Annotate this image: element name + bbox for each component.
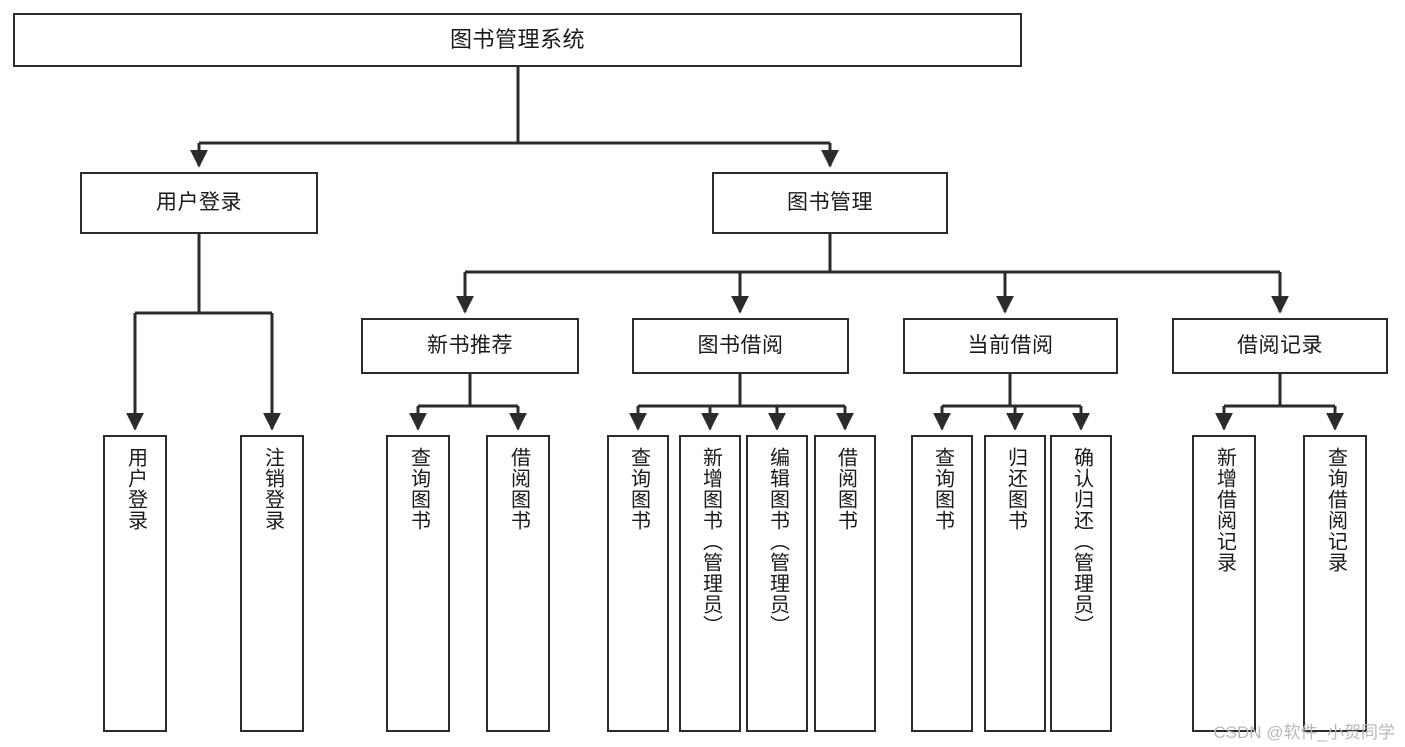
node-label: 查询图书 [931, 447, 954, 531]
node-leaf-user-login[interactable]: 用户登录 [103, 435, 167, 732]
node-current-borrow[interactable]: 当前借阅 [903, 318, 1118, 374]
node-label: 用户登录 [156, 190, 242, 214]
node-borrow-record[interactable]: 借阅记录 [1172, 318, 1388, 374]
node-leaf-borrow-book-1[interactable]: 借阅图书 [486, 435, 550, 732]
node-leaf-query-book-2[interactable]: 查询图书 [607, 435, 669, 732]
node-label: 图书借阅 [697, 333, 784, 357]
node-leaf-add-record[interactable]: 新增借阅记录 [1192, 435, 1256, 732]
node-leaf-return-book[interactable]: 归还图书 [984, 435, 1046, 732]
node-leaf-query-book-3[interactable]: 查询图书 [911, 435, 973, 732]
node-leaf-edit-book[interactable]: 编辑图书（管理员） [746, 435, 808, 732]
node-leaf-borrow-book-2[interactable]: 借阅图书 [814, 435, 876, 732]
node-book-borrow[interactable]: 图书借阅 [632, 318, 849, 374]
node-label: 归还图书 [1004, 447, 1027, 531]
node-leaf-query-record[interactable]: 查询借阅记录 [1303, 435, 1367, 732]
node-root-system[interactable]: 图书管理系统 [13, 13, 1022, 67]
node-label: 编辑图书（管理员） [766, 447, 789, 636]
node-label: 用户登录 [124, 447, 147, 531]
node-user-login[interactable]: 用户登录 [80, 172, 318, 234]
node-leaf-logout[interactable]: 注销登录 [240, 435, 304, 732]
node-label: 图书管理系统 [449, 27, 585, 53]
csdn-watermark: CSDN @软件_小贺同学 [1213, 723, 1395, 742]
node-label: 借阅记录 [1237, 333, 1323, 357]
node-label: 新增借阅记录 [1213, 447, 1236, 573]
node-leaf-query-book-1[interactable]: 查询图书 [386, 435, 450, 732]
node-label: 确认归还（管理员） [1070, 447, 1093, 636]
node-new-book-recommend[interactable]: 新书推荐 [361, 318, 579, 374]
node-label: 新增图书（管理员） [699, 447, 722, 636]
node-label: 当前借阅 [967, 333, 1054, 357]
node-label: 图书管理 [787, 190, 873, 214]
node-label: 借阅图书 [507, 447, 530, 531]
node-leaf-add-book[interactable]: 新增图书（管理员） [679, 435, 741, 732]
node-label: 查询图书 [407, 447, 430, 531]
node-label: 新书推荐 [427, 333, 513, 357]
node-leaf-confirm-return[interactable]: 确认归还（管理员） [1050, 435, 1112, 732]
node-book-manage[interactable]: 图书管理 [712, 172, 948, 234]
node-label: 注销登录 [261, 447, 284, 531]
node-label: 查询借阅记录 [1324, 447, 1347, 573]
node-label: 查询图书 [627, 447, 650, 531]
node-label: 借阅图书 [834, 447, 857, 531]
